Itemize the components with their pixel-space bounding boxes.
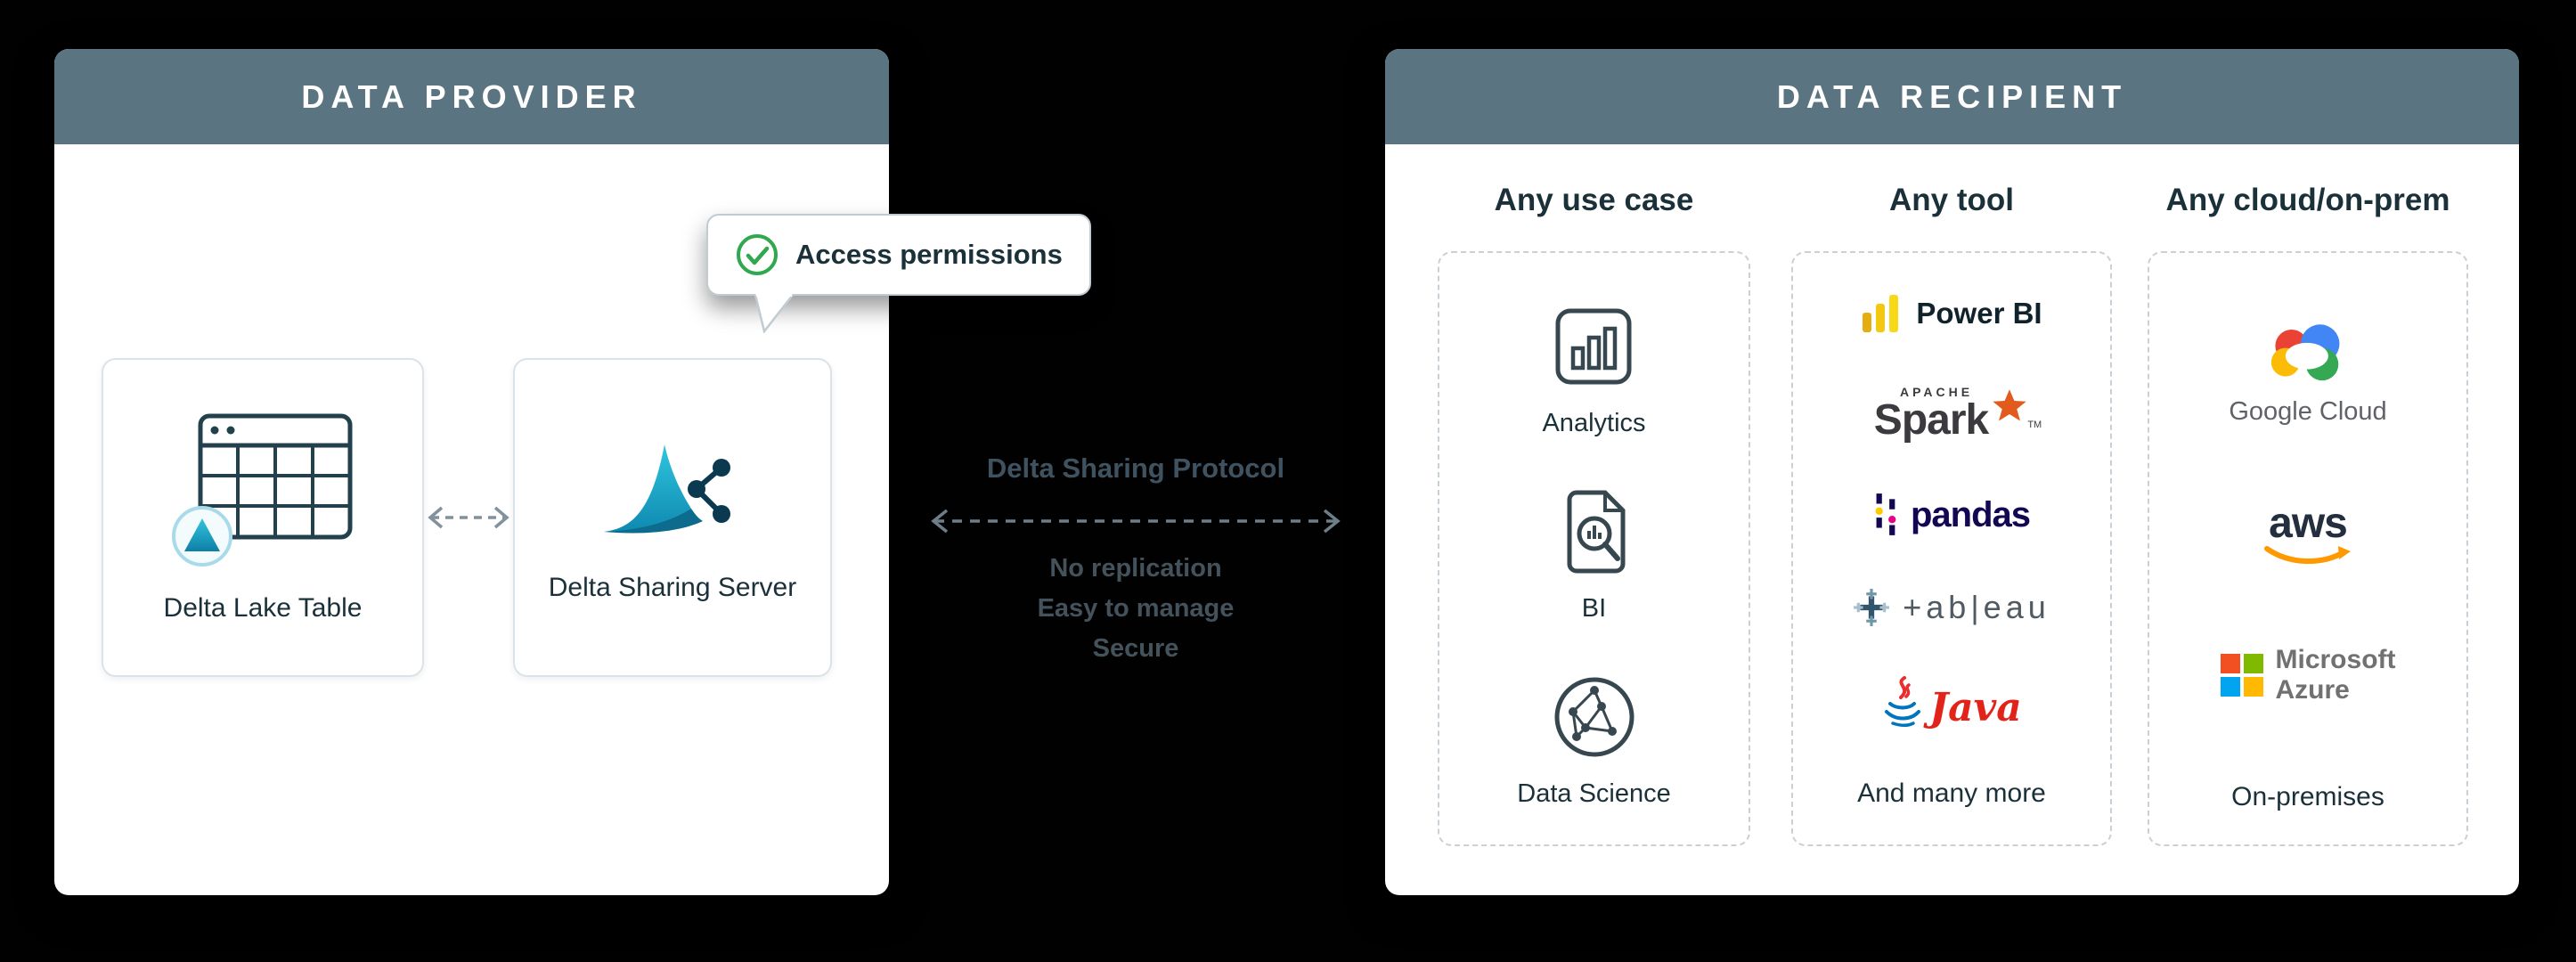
protocol-features: No replication Easy to manage Secure xyxy=(920,549,1351,669)
tools-footer: And many more xyxy=(1857,778,2046,808)
analytics-chart-icon xyxy=(1555,308,1632,385)
pandas-icon xyxy=(1875,493,1896,536)
delta-lake-table-node: Delta Lake Table xyxy=(102,358,424,677)
powerbi-icon xyxy=(1863,295,1899,332)
spark-apache-text: APACHE xyxy=(1899,384,1974,399)
tableau-logo: +ab|eau xyxy=(1853,588,2050,626)
feature-no-replication: No replication xyxy=(1049,554,1222,583)
clouds-column: Any cloud/on-prem Google Cloud aws xyxy=(2148,183,2468,846)
google-cloud-icon xyxy=(2270,324,2340,381)
use-case-header: Any use case xyxy=(1494,183,1694,217)
aws-wordmark: aws xyxy=(2269,500,2348,548)
provider-bidirectional-arrow-icon xyxy=(428,506,509,529)
clouds-footer: On-premises xyxy=(2231,781,2384,811)
analytics-item: Analytics xyxy=(1542,302,1646,438)
spark-star-wrap: TM xyxy=(1990,387,2042,430)
data-provider-header: DATA PROVIDER xyxy=(54,49,889,144)
microsoft-azure-wordmark: Microsoft Azure xyxy=(2276,645,2396,706)
delta-sharing-server-node: Delta Sharing Server xyxy=(513,358,832,677)
pandas-logo: pandas xyxy=(1873,492,2031,538)
access-permissions-label: Access permissions xyxy=(795,239,1063,270)
ms-square-yellow xyxy=(2243,677,2263,697)
clouds-header: Any cloud/on-prem xyxy=(2165,183,2450,217)
java-wordmark: Java xyxy=(1929,685,2022,731)
microsoft-azure-logo: Microsoft Azure xyxy=(2220,645,2396,706)
azure-label: Azure xyxy=(2275,675,2350,705)
powerbi-label: Power BI xyxy=(1916,297,2042,330)
google-cloud-label: Google Cloud xyxy=(2229,397,2387,426)
pandas-label: pandas xyxy=(1910,494,2031,534)
ms-square-red xyxy=(2220,654,2240,674)
data-recipient-header: DATA RECIPIENT xyxy=(1385,49,2519,144)
data-provider-title: DATA PROVIDER xyxy=(301,77,642,115)
data-science-item: Data Science xyxy=(1517,673,1671,809)
java-icon xyxy=(1885,676,1921,728)
microsoft-label: Microsoft xyxy=(2275,644,2396,674)
tools-column: Any tool Power BI APACHE Spark xyxy=(1791,183,2112,846)
tableau-wordmark: +ab|eau xyxy=(1903,588,2050,625)
google-cloud-logo: Google Cloud xyxy=(2229,315,2387,427)
aws-smile-icon xyxy=(2264,546,2351,565)
analytics-label: Analytics xyxy=(1542,409,1646,437)
bi-report-icon xyxy=(1567,490,1625,574)
spark-logo: APACHE Spark TM xyxy=(1873,384,2042,444)
powerbi-logo: Power BI xyxy=(1861,293,2042,334)
protocol-title: Delta Sharing Protocol xyxy=(986,452,1285,484)
spark-star-icon xyxy=(1993,388,2026,421)
data-recipient-panel: DATA RECIPIENT Any use case Analytics xyxy=(1385,49,2519,895)
ms-square-blue xyxy=(2220,677,2240,697)
access-permissions-callout: Access permissions xyxy=(706,214,1091,296)
use-case-box: Analytics BI xyxy=(1438,251,1750,846)
data-provider-panel: DATA PROVIDER Del xyxy=(54,49,889,895)
java-logo: Java xyxy=(1881,676,2022,731)
tools-header: Any tool xyxy=(1889,183,2014,217)
bi-item: BI xyxy=(1550,487,1639,624)
delta-lake-table-icon xyxy=(172,413,353,567)
use-case-column: Any use case Analytics xyxy=(1438,183,1750,846)
delta-sharing-server-label: Delta Sharing Server xyxy=(548,573,797,602)
callout-pointer xyxy=(754,294,794,333)
spark-wordmark: APACHE Spark xyxy=(1873,384,1989,444)
clouds-box: Google Cloud aws xyxy=(2148,251,2468,846)
bi-label: BI xyxy=(1581,594,1607,623)
tools-box: Power BI APACHE Spark TM xyxy=(1791,251,2112,846)
protocol-bidirectional-arrow-icon xyxy=(931,509,1341,534)
delta-sharing-logo-icon xyxy=(604,444,730,534)
ms-square-green xyxy=(2243,654,2263,674)
data-science-label: Data Science xyxy=(1517,779,1671,808)
microsoft-squares-icon xyxy=(2220,654,2263,697)
delta-lake-table-label: Delta Lake Table xyxy=(163,593,363,623)
aws-logo: aws xyxy=(2262,502,2354,568)
feature-easy-to-manage: Easy to manage xyxy=(1037,594,1235,623)
feature-secure: Secure xyxy=(1092,634,1179,663)
data-recipient-title: DATA RECIPIENT xyxy=(1776,77,2128,115)
data-science-network-icon xyxy=(1554,677,1634,757)
check-circle-icon xyxy=(737,234,778,275)
tableau-icon xyxy=(1854,588,1890,626)
spark-word: Spark xyxy=(1873,395,1989,444)
spark-tm-mark: TM xyxy=(2027,419,2042,430)
